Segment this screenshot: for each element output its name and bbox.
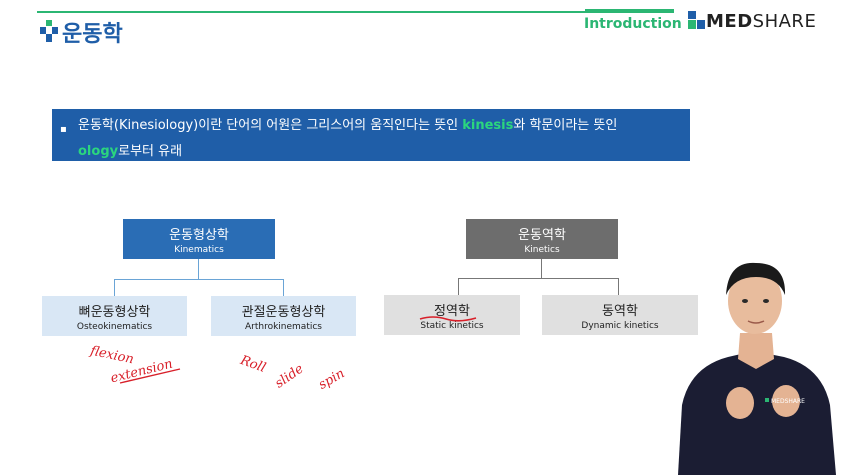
static-ko: 정역학 [434, 304, 470, 319]
banner-highlight-ology: ology [78, 144, 119, 159]
arthrokinematics-box: 관절운동형상학 Arthrokinematics [211, 296, 356, 336]
osteo-ko: 뼈운동형상학 [78, 305, 151, 320]
header-rule-accent [585, 9, 674, 13]
brand-name: MEDSHARE [706, 11, 816, 32]
page-title: 운동학 [62, 22, 123, 47]
brand-bold: MED [706, 11, 753, 32]
connector [458, 278, 619, 279]
dynamic-ko: 동역학 [602, 304, 638, 319]
banner-text-2: 와 학문이라는 뜻인 [513, 118, 618, 133]
connector [114, 279, 115, 296]
annotation-roll: Roll [238, 353, 268, 376]
connector [458, 278, 459, 295]
annotation-spin: spin [316, 366, 348, 393]
annotation-slide: slide [272, 361, 307, 392]
connector [198, 259, 199, 279]
kinematics-ko: 운동형상학 [169, 228, 229, 243]
osteo-en: Osteokinematics [76, 322, 153, 332]
banner-text-1: 운동학(Kinesiology)이란 단어의 어원은 그리스어의 움직인다는 뜻… [78, 118, 463, 133]
shirt-logo-text: MEDSHARE [771, 398, 805, 405]
brand-logo-icon [688, 11, 705, 29]
dynamic-en: Dynamic kinetics [581, 321, 659, 331]
logo-cross-icon [40, 20, 58, 42]
bullet: ▪ [60, 124, 67, 135]
definition-banner: ▪ 운동학(Kinesiology)이란 단어의 어원은 그리스어의 움직인다는… [52, 109, 690, 161]
banner-highlight-kinesis: kinesis [462, 118, 514, 133]
section-label: Introduction [584, 16, 682, 32]
connector [114, 279, 284, 280]
banner-text-3: 로부터 유래 [118, 144, 183, 159]
header-rule [37, 11, 674, 13]
underline-mark [419, 316, 477, 322]
osteokinematics-box: 뼈운동형상학 Osteokinematics [42, 296, 187, 336]
arthro-en: Arthrokinematics [244, 322, 322, 332]
kinematics-box: 운동형상학 Kinematics [123, 219, 275, 259]
kinetics-box: 운동역학 Kinetics [466, 219, 618, 259]
dynamic-kinetics-box: 동역학 Dynamic kinetics [542, 295, 698, 335]
kinetics-en: Kinetics [524, 245, 560, 255]
static-en: Static kinetics [420, 321, 484, 331]
arthro-ko: 관절운동형상학 [241, 305, 326, 320]
kinematics-en: Kinematics [174, 245, 224, 255]
connector [618, 278, 619, 295]
connector [283, 279, 284, 296]
extension-underline-mark [119, 368, 181, 384]
static-kinetics-box: 정역학 Static kinetics [384, 295, 520, 335]
brand-light: SHARE [752, 11, 817, 32]
presenter-video: MEDSHARE [678, 262, 836, 475]
kinetics-ko: 운동역학 [518, 228, 566, 243]
annotation-flexion: flexion [88, 343, 136, 368]
connector [541, 259, 542, 278]
